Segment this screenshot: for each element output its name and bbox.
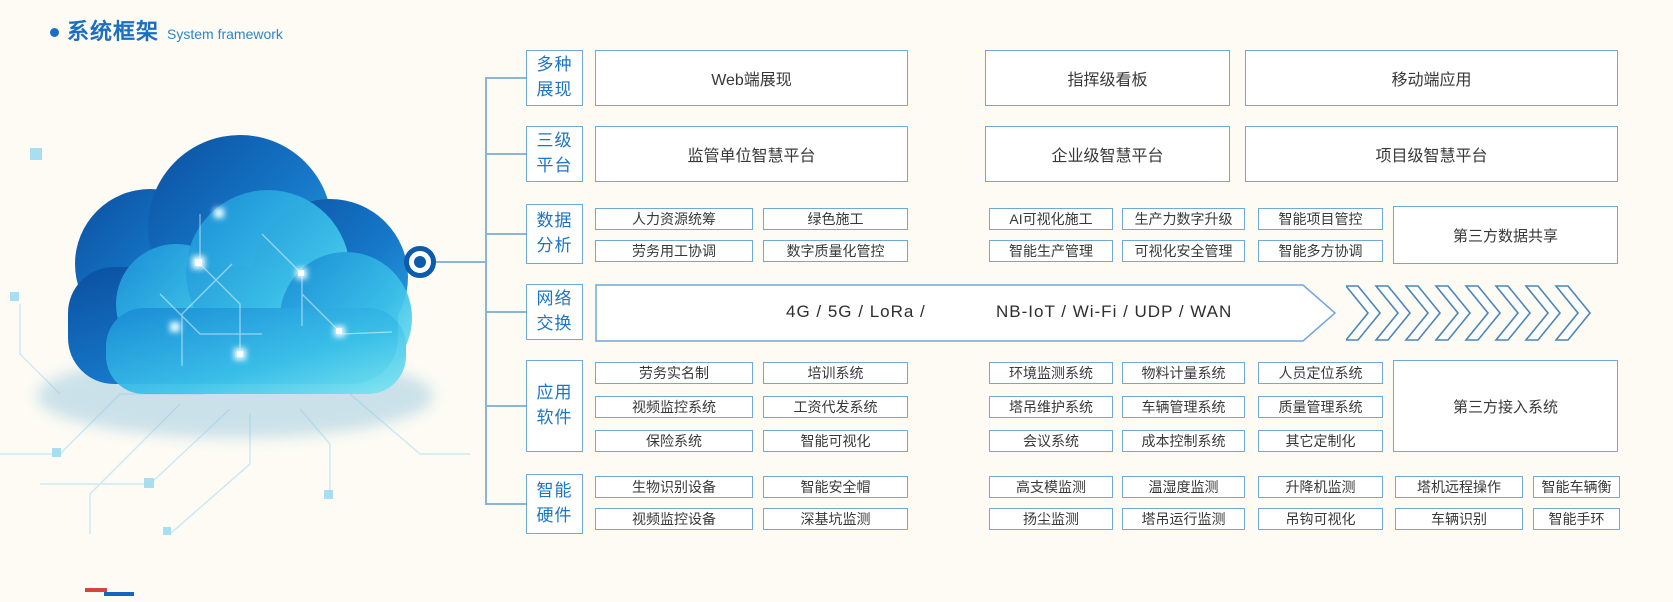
node-vehicle-recognition: 车辆识别 (1395, 508, 1523, 530)
node-web-display: Web端展现 (595, 50, 908, 106)
node-smart-production-mgmt: 智能生产管理 (989, 240, 1113, 262)
node-thirdparty-access: 第三方接入系统 (1393, 360, 1618, 452)
node-hoist-monitor: 升降机监测 (1258, 476, 1383, 498)
node-towercrane-remote: 塔机远程操作 (1395, 476, 1523, 498)
node-material-metering: 物料计量系统 (1122, 362, 1245, 384)
flow-chevrons-icon (1346, 285, 1592, 341)
hub-line (434, 261, 485, 263)
trunk-line (485, 78, 487, 504)
node-smart-multiparty: 智能多方协调 (1258, 240, 1383, 262)
node-towercrane-maint: 塔吊维护系统 (989, 396, 1113, 418)
tier-label-smart-hardware: 智能 硬件 (526, 474, 583, 534)
node-meeting-system: 会议系统 (989, 430, 1113, 452)
node-hook-visualization: 吊钩可视化 (1258, 508, 1383, 530)
node-vehicle-mgmt: 车辆管理系统 (1122, 396, 1245, 418)
node-productivity-upgrade: 生产力数字升级 (1122, 208, 1245, 230)
node-green-construction: 绿色施工 (763, 208, 908, 230)
cloud-3d-graphic (0, 135, 470, 535)
node-command-board: 指挥级看板 (985, 50, 1230, 106)
stub-line-platforms (485, 153, 526, 155)
node-smart-weighbridge: 智能车辆衡 (1533, 476, 1620, 498)
title-zh: 系统框架 (67, 19, 160, 44)
tier-label-display: 多种 展现 (526, 50, 583, 106)
node-smart-project-control: 智能项目管控 (1258, 208, 1383, 230)
node-payroll-system: 工资代发系统 (763, 396, 908, 418)
node-insurance-system: 保险系统 (595, 430, 753, 452)
node-video-monitor-device: 视频监控设备 (595, 508, 753, 530)
node-smart-wristband: 智能手环 (1533, 508, 1620, 530)
node-dust-monitor: 扬尘监测 (989, 508, 1113, 530)
node-regulator-platform: 监管单位智慧平台 (595, 126, 908, 182)
node-deep-pit-monitor: 深基坑监测 (763, 508, 908, 530)
node-video-monitor-system: 视频监控系统 (595, 396, 753, 418)
node-temp-humidity: 温湿度监测 (1122, 476, 1245, 498)
blue-sliver-decoration (104, 592, 134, 596)
deco-squares (10, 148, 333, 535)
tier-label-app-software: 应用 软件 (526, 360, 583, 452)
tier-label-platforms: 三级 平台 (526, 126, 583, 182)
red-sliver-decoration (85, 588, 107, 592)
page-title: 系统框架 System framework (50, 14, 283, 46)
node-project-platform: 项目级智慧平台 (1245, 126, 1618, 182)
node-biometric-device: 生物识别设备 (595, 476, 753, 498)
node-visual-safety-mgmt: 可视化安全管理 (1122, 240, 1245, 262)
node-smart-visualization: 智能可视化 (763, 430, 908, 452)
node-labor-realname: 劳务实名制 (595, 362, 753, 384)
node-hr-overall: 人力资源统筹 (595, 208, 753, 230)
stub-line-smart-hardware (485, 503, 526, 505)
stub-line-network (485, 311, 526, 313)
node-thirdparty-data-share: 第三方数据共享 (1393, 206, 1618, 264)
sparkle-dots (195, 259, 342, 357)
node-other-custom: 其它定制化 (1258, 430, 1383, 452)
network-protocols-left: 4G / 5G / LoRa / (786, 302, 926, 321)
node-enterprise-platform: 企业级智慧平台 (985, 126, 1230, 182)
node-labor-coordination: 劳务用工协调 (595, 240, 753, 262)
node-cost-control: 成本控制系统 (1122, 430, 1245, 452)
node-mobile-app: 移动端应用 (1245, 50, 1618, 106)
node-formwork-monitor: 高支模监测 (989, 476, 1113, 498)
node-digital-quality-control: 数字质量化管控 (763, 240, 908, 262)
stub-line-display (485, 77, 526, 79)
stub-line-data-analysis (485, 233, 526, 235)
node-training-system: 培训系统 (763, 362, 908, 384)
hub-node-icon (404, 246, 436, 278)
bullet-icon (50, 27, 59, 37)
tier-label-data-analysis: 数据 分析 (526, 204, 583, 264)
node-personnel-location: 人员定位系统 (1258, 362, 1383, 384)
stub-line-app-software (485, 405, 526, 407)
node-quality-mgmt: 质量管理系统 (1258, 396, 1383, 418)
node-smart-helmet: 智能安全帽 (763, 476, 908, 498)
network-arrow-box (595, 284, 1337, 342)
tier-label-network: 网络 交换 (526, 284, 583, 340)
node-towercrane-run-monitor: 塔吊运行监测 (1122, 508, 1245, 530)
title-en: System framework (167, 26, 283, 42)
network-protocols-right: NB-IoT / Wi-Fi / UDP / WAN (996, 302, 1233, 321)
node-ai-visual-construction: AI可视化施工 (989, 208, 1113, 230)
node-env-monitor-system: 环境监测系统 (989, 362, 1113, 384)
